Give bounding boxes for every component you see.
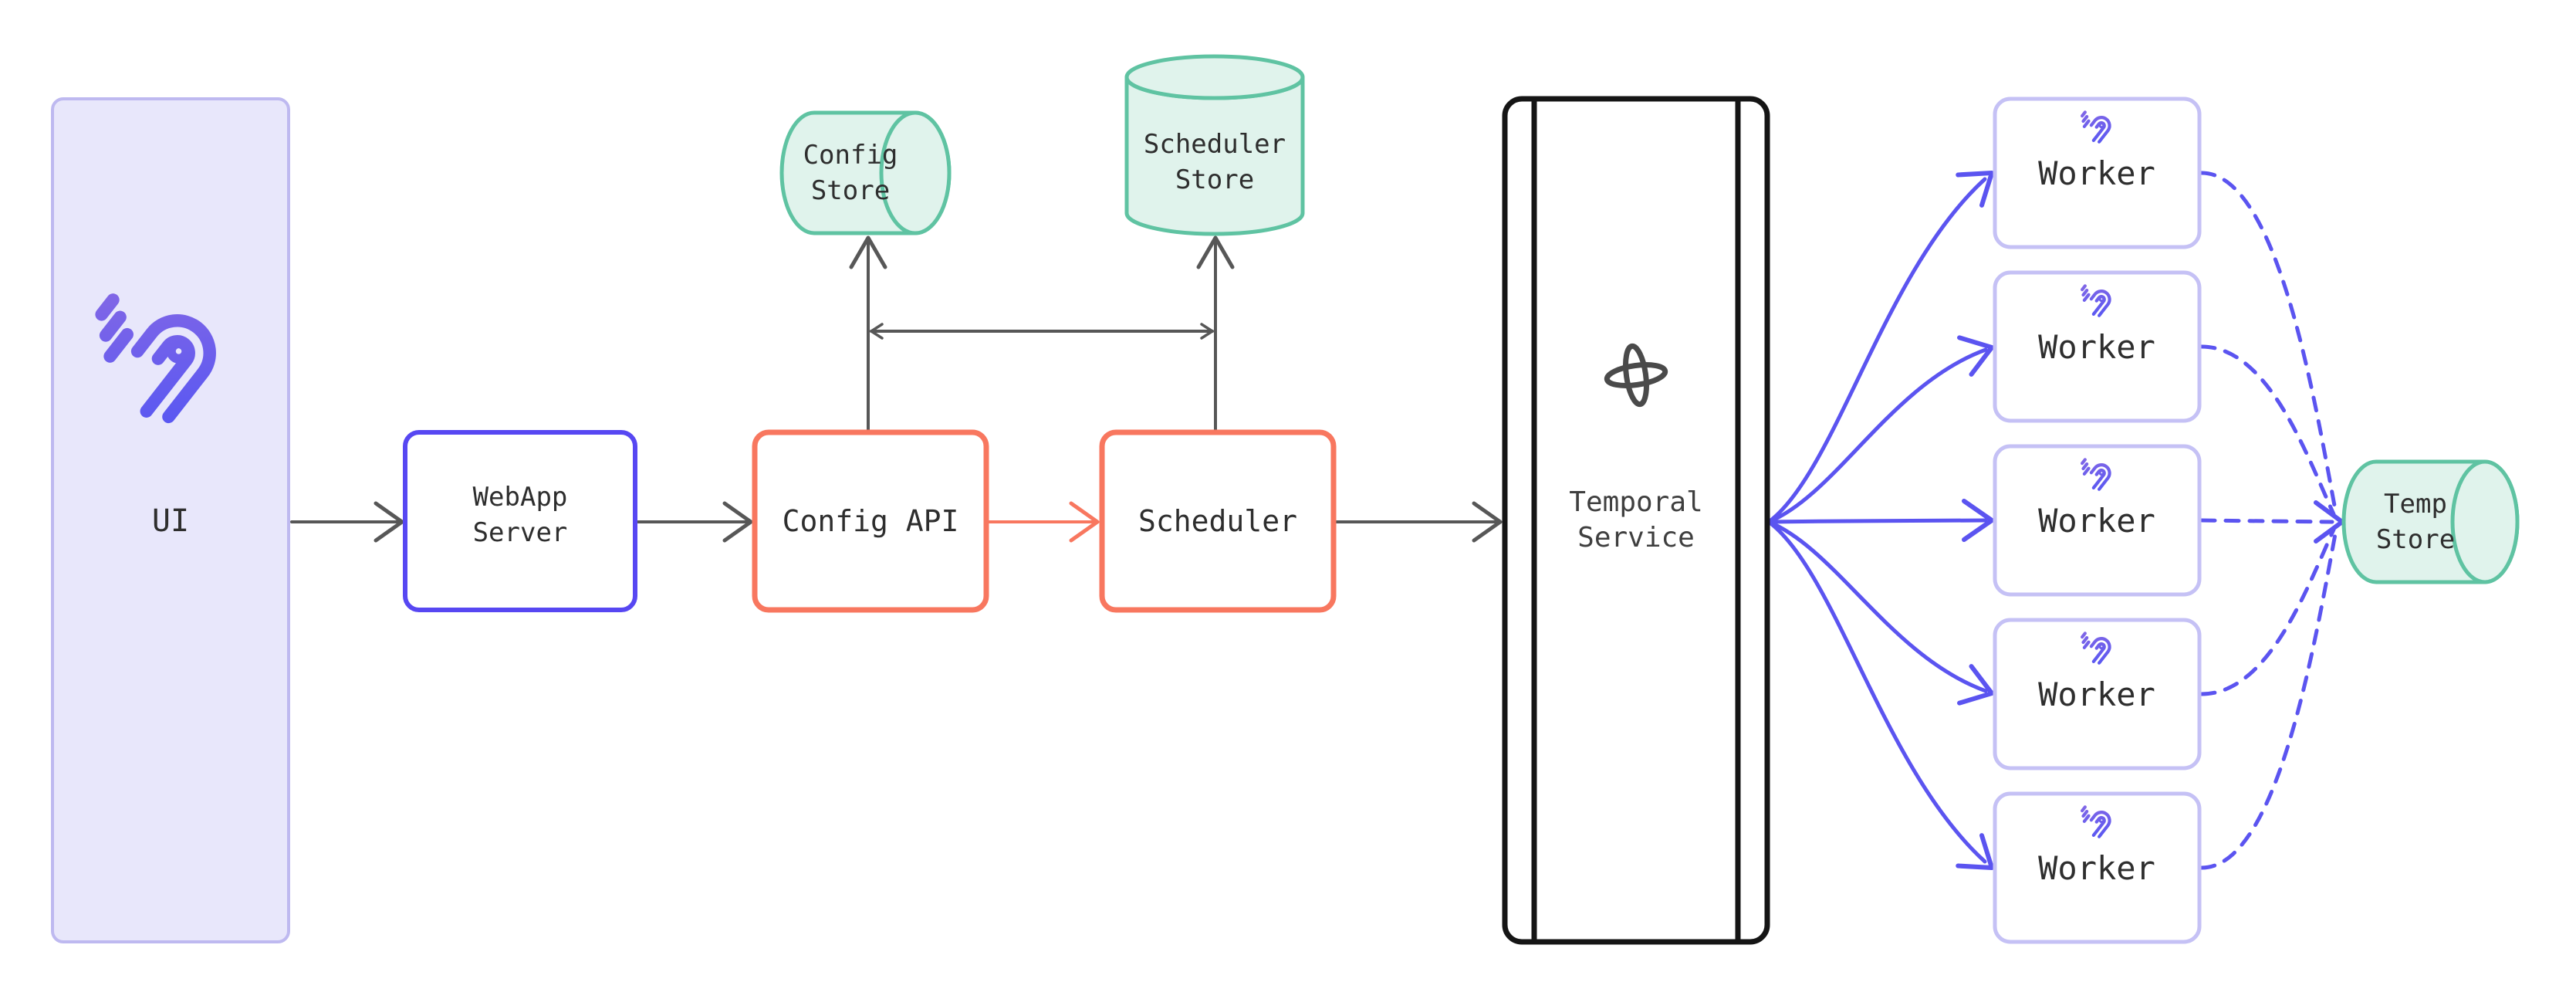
node-scheduler-store: Scheduler Store	[1124, 54, 1305, 236]
node-worker-4: Worker	[1993, 618, 2202, 770]
temporal-service-label-line1: Temporal	[1569, 486, 1702, 518]
edge-worker-1-to-tempstore	[2199, 171, 2338, 512]
scheduler-label: Scheduler	[1138, 504, 1297, 538]
worker-box	[1993, 618, 2202, 770]
edge-configapi-to-configstore	[849, 235, 887, 432]
edge-worker-3-to-tempstore	[2199, 518, 2334, 524]
config-store-label-line1: Config	[803, 140, 898, 171]
node-worker-1: Worker	[1993, 97, 2202, 249]
edge-cross-link	[870, 323, 1214, 340]
temp-store-rim	[2450, 459, 2520, 584]
node-worker-3: Worker	[1993, 444, 2202, 597]
edge-webapp-to-configapi	[637, 501, 753, 543]
config-api-label: Config API	[783, 504, 959, 538]
edge-temporal-to-worker-4	[1766, 520, 1994, 706]
worker-box	[1993, 791, 2202, 944]
scheduler-box	[1099, 429, 1337, 613]
edge-worker-4-to-tempstore	[2199, 527, 2336, 696]
config-store-label-line2: Store	[811, 175, 890, 206]
temp-store-label-line2: Store	[2376, 524, 2455, 555]
node-temp-store: Temp Store	[2341, 459, 2520, 584]
temporal-service-box	[1502, 96, 1770, 945]
temporal-service-label-line2: Service	[1577, 522, 1695, 554]
config-api-box	[752, 429, 989, 613]
edge-configapi-to-scheduler	[988, 501, 1100, 543]
scheduler-store-rim	[1124, 54, 1305, 100]
worker-box	[1993, 444, 2202, 597]
node-config-store: Config Store	[779, 110, 952, 235]
webapp-server-label-line1: WebApp	[473, 482, 568, 513]
edge-scheduler-to-temporal	[1335, 501, 1503, 543]
node-worker-2: Worker	[1993, 270, 2202, 423]
ui-label: UI	[152, 503, 189, 539]
temp-store-label-line1: Temp	[2384, 489, 2447, 520]
edge-scheduler-to-schedulerstore	[1196, 235, 1235, 432]
temporal-logo-icon	[1604, 343, 1668, 408]
edge-ui-to-webapp	[290, 501, 404, 543]
edge-temporal-to-worker-1	[1766, 171, 1994, 524]
worker-box	[1993, 270, 2202, 423]
worker-label: Worker	[2038, 849, 2155, 887]
node-temporal-service: Temporal Service	[1502, 96, 1770, 945]
edge-temporal-to-worker-3	[1766, 499, 1994, 542]
worker-box	[1993, 97, 2202, 249]
node-worker-5: Worker	[1993, 791, 2202, 944]
edge-worker-2-to-tempstore	[2199, 344, 2336, 516]
node-webapp-server: WebApp Server	[403, 430, 637, 612]
webapp-server-box	[403, 430, 637, 612]
scheduler-store-label-line2: Store	[1175, 164, 1254, 195]
config-store-rim	[879, 110, 952, 235]
node-ui: UI	[51, 97, 290, 943]
worker-label: Worker	[2038, 676, 2155, 713]
worker-label: Worker	[2038, 154, 2155, 192]
edge-temporal-to-worker-5	[1766, 520, 1994, 870]
edge-temporal-to-worker-2	[1766, 335, 1994, 524]
node-config-api: Config API	[752, 429, 989, 613]
edge-worker-5-to-tempstore	[2199, 532, 2338, 870]
worker-label: Worker	[2038, 502, 2155, 540]
webapp-server-label-line2: Server	[473, 517, 568, 548]
scheduler-store-label-line1: Scheduler	[1144, 129, 1286, 160]
worker-label: Worker	[2038, 328, 2155, 366]
node-scheduler: Scheduler	[1099, 429, 1337, 613]
